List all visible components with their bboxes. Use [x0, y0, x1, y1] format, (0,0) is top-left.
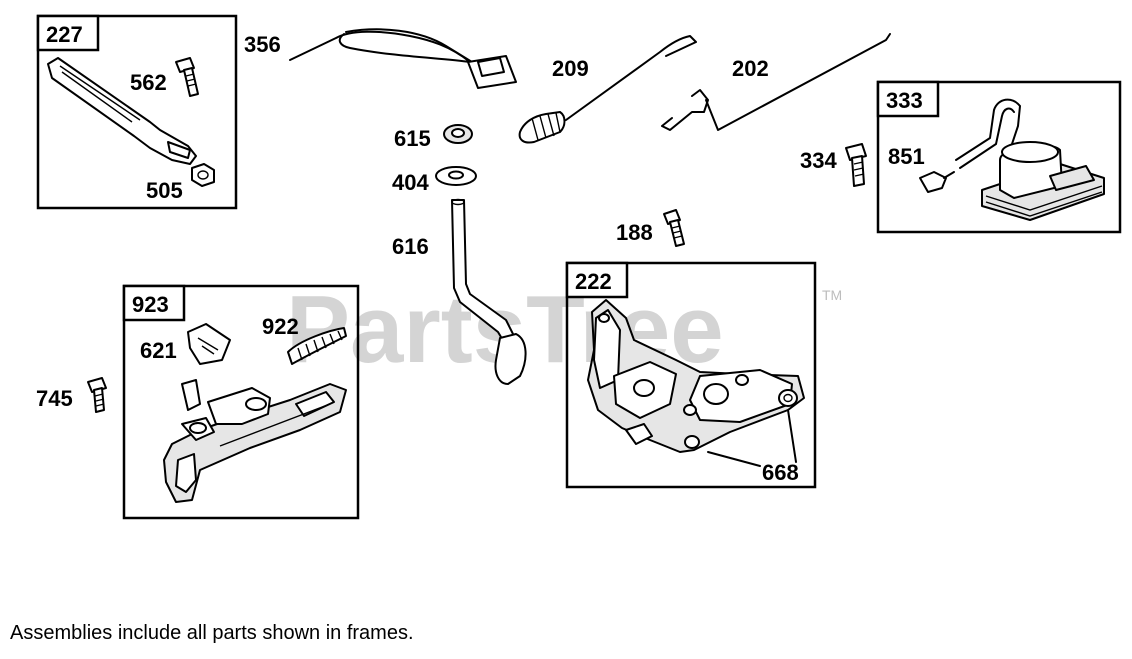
part-923-control-bracket[interactable] [163, 379, 347, 503]
frame-label-923: 923 [132, 292, 169, 317]
callout-745: 745 [36, 386, 73, 411]
part-562-bolt[interactable] [175, 57, 199, 97]
part-615-retainer[interactable] [443, 124, 473, 144]
callout-668: 668 [762, 460, 799, 485]
part-356-wire[interactable] [289, 28, 517, 89]
footer-note: Assemblies include all parts shown in fr… [10, 622, 414, 644]
part-202-governor-link[interactable] [661, 33, 891, 131]
callout-202: 202 [732, 56, 769, 81]
frame-923[interactable]: 923 [122, 284, 360, 520]
callout-334: 334 [800, 148, 837, 173]
frame-label-222: 222 [575, 269, 612, 294]
part-616-control-lever[interactable] [451, 198, 527, 385]
part-851-terminal[interactable] [919, 171, 955, 193]
callout-851: 851 [888, 144, 925, 169]
callout-922: 922 [262, 314, 299, 339]
part-505-nut[interactable] [191, 163, 215, 187]
part-222-control-bracket[interactable] [587, 299, 805, 453]
frame-label-227: 227 [46, 22, 83, 47]
leader-668 [707, 409, 797, 467]
callout-404: 404 [392, 170, 429, 195]
part-227-arm[interactable] [47, 57, 197, 165]
part-404-washer[interactable] [435, 166, 477, 186]
part-621-clip[interactable] [187, 323, 231, 365]
part-745-screw[interactable] [87, 377, 107, 413]
frame-227[interactable]: 227 [36, 14, 238, 210]
part-188-screw[interactable] [663, 209, 685, 247]
callout-188: 188 [616, 220, 653, 245]
callout-356: 356 [244, 32, 281, 57]
part-209-governor-spring[interactable] [518, 35, 697, 144]
callout-616: 616 [392, 234, 429, 259]
part-333-ignition-armature[interactable] [955, 98, 1105, 221]
watermark-trademark: TM [822, 287, 842, 303]
callout-209: 209 [552, 56, 589, 81]
frame-222[interactable]: 222 [565, 261, 817, 489]
part-334-screw[interactable] [845, 143, 867, 187]
part-922-spring[interactable] [287, 327, 347, 365]
callout-505: 505 [146, 178, 183, 203]
frame-label-333: 333 [886, 88, 923, 113]
callout-562: 562 [130, 70, 167, 95]
callout-615: 615 [394, 126, 431, 151]
callout-621: 621 [140, 338, 177, 363]
frame-333[interactable]: 333 [876, 80, 1122, 234]
